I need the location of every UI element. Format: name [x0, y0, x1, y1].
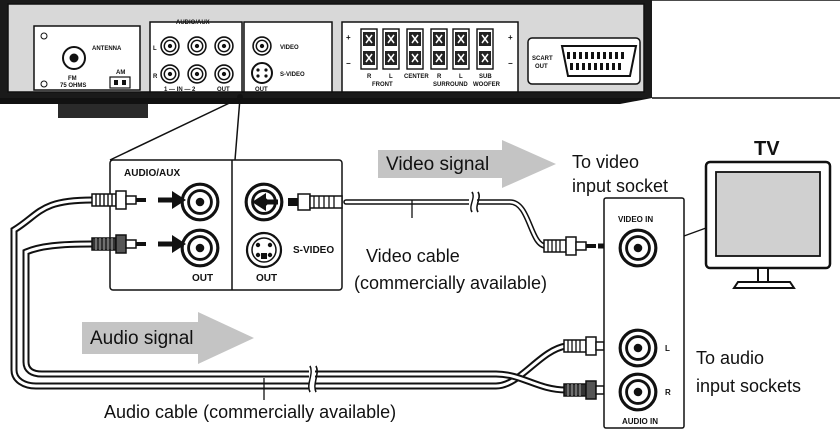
terminal-label-center: CENTER: [404, 74, 429, 80]
zoom-s-video-out-label: OUT: [256, 273, 277, 284]
terminal-label-front-l: L: [389, 74, 393, 80]
panel-in-range: 1 — IN — 2: [164, 87, 196, 93]
tv-video-in-jack: [618, 228, 658, 268]
to-audio-line1: To audio: [696, 348, 764, 368]
scart-section: SCART OUT: [527, 37, 641, 85]
scart-connector: [560, 45, 638, 77]
am-antenna-terminal: [109, 76, 131, 89]
panel-foot: [58, 104, 148, 118]
terminal-surround-r: [430, 28, 448, 70]
video-plug-system: [252, 193, 343, 211]
tv-screen: [715, 171, 821, 257]
panel-s-video-jack: [251, 62, 273, 84]
rear-panel: ANTENNA FM 75 OHMS AM AUDIO/AUX L R 1 — …: [0, 0, 840, 118]
to-audio-line2: input sockets: [696, 376, 801, 396]
zoom-s-video-label: S-VIDEO: [293, 245, 334, 256]
panel-rca-in1-l: [160, 36, 180, 56]
scart-label: SCART: [532, 56, 553, 62]
panel-ch-l: L: [153, 46, 157, 52]
audio-signal-arrow: Audio signal: [82, 312, 254, 364]
panel-s-video-label: S-VIDEO: [280, 72, 305, 78]
speaker-plus-right: +: [508, 33, 513, 42]
zoom-audio-aux-label: AUDIO/AUX: [124, 168, 180, 179]
terminal-surround-l: [452, 28, 470, 70]
terminal-front-r: [360, 28, 378, 70]
tv-audio-r-label: R: [665, 388, 671, 397]
am-label: AM: [116, 70, 125, 76]
panel-out-label: OUT: [217, 87, 230, 93]
terminal-center: [406, 28, 424, 70]
speaker-minus-left: −: [346, 59, 351, 68]
video-signal-arrow: Video signal: [378, 140, 556, 188]
video-cable-line1: Video cable: [366, 246, 460, 266]
panel-rca-video-out: [252, 36, 272, 56]
terminal-label-front-r: R: [367, 74, 372, 80]
terminal-label-surround: SURROUND: [433, 82, 468, 88]
terminal-label-front: FRONT: [372, 82, 393, 88]
panel-rca-in1-r: [160, 64, 180, 84]
speaker-minus-right: −: [508, 59, 513, 68]
tv-set: TV: [683, 138, 832, 289]
tv-audio-in-l-jack: [618, 328, 658, 368]
tv-input-panel: VIDEO IN L R AUDIO IN: [603, 197, 685, 429]
panel-ch-r: R: [153, 74, 158, 80]
tv-video-in-label: VIDEO IN: [618, 215, 653, 224]
panel-audio-aux: AUDIO/AUX L R 1 — IN — 2 OUT: [149, 20, 243, 93]
fm-ohms-label: 75 OHMS: [60, 83, 86, 89]
to-video-line2: input socket: [572, 176, 668, 196]
audio-cable-label: Audio cable (commercially available): [104, 402, 396, 422]
terminal-label-woofer: WOOFER: [473, 82, 501, 88]
terminal-front-l: [382, 28, 400, 70]
plugs: [91, 190, 628, 400]
panel-rca-in2-r: [187, 64, 207, 84]
panel-rca-out-r: [214, 64, 234, 84]
panel-rca-out-l: [214, 36, 234, 56]
tv-title: TV: [754, 138, 780, 160]
speaker-terminals: + − + − R L CENTER R L SUB FRONT SURROUN…: [341, 21, 519, 93]
speaker-plus-left: +: [346, 33, 351, 42]
tv-audio-in-r-jack: [618, 372, 658, 412]
cables: [10, 191, 570, 400]
scart-out-label: OUT: [535, 64, 548, 70]
terminal-label-sur-r: R: [437, 74, 442, 80]
panel-s-video-out: OUT: [255, 87, 268, 93]
fm-label: FM: [68, 76, 77, 82]
to-video-line1: To video: [572, 152, 639, 172]
tv-stand: [732, 281, 796, 289]
tv-neck: [757, 267, 769, 283]
audio-plug-system-l: [91, 190, 186, 210]
panel-audio-aux-label: AUDIO/AUX: [176, 20, 210, 26]
tv-audio-in-label: AUDIO IN: [622, 417, 658, 426]
panel-video-label: VIDEO: [280, 45, 299, 51]
captions: To video input socket Video cable (comme…: [104, 152, 801, 422]
zoom-rca-out-r: [180, 228, 220, 268]
zoom-box: [109, 159, 343, 291]
terminal-label-sub: SUB: [479, 74, 492, 80]
zoom-rca-out-l: [180, 182, 220, 222]
audio-plug-system-r: [91, 234, 186, 254]
audio-signal-label: Audio signal: [90, 328, 194, 349]
antenna-section: ANTENNA FM 75 OHMS AM: [33, 25, 141, 91]
antenna-label: ANTENNA: [92, 46, 122, 52]
video-cable-line2: (commercially available): [354, 273, 547, 293]
terminal-label-sur-l: L: [459, 74, 463, 80]
zoom-out-label: OUT: [192, 273, 213, 284]
panel-rca-in2-l: [187, 36, 207, 56]
zoom-callout: AUDIO/AUX OUT S-VIDEO OUT: [109, 94, 343, 291]
panel-video: VIDEO S-VIDEO OUT: [243, 21, 333, 93]
terminal-subwoofer: [476, 28, 494, 70]
video-signal-label: Video signal: [386, 154, 489, 175]
tv-audio-l-label: L: [665, 344, 670, 353]
